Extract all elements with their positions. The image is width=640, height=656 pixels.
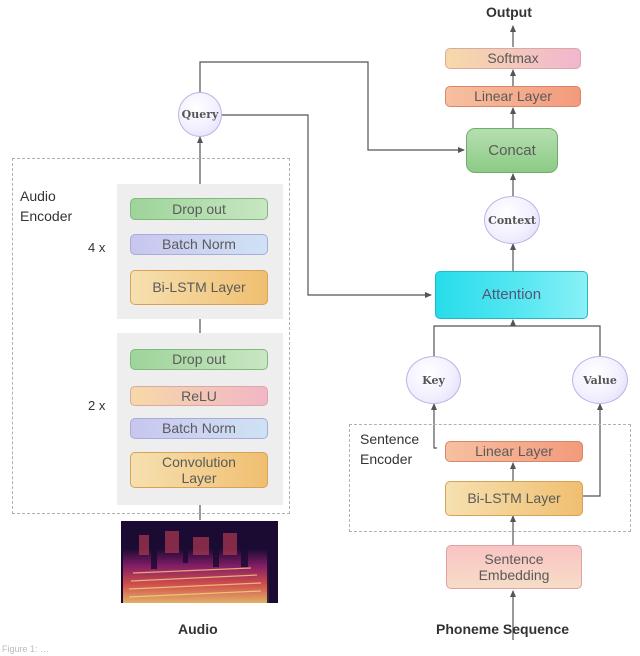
audio-encoder-label-line2: Encoder xyxy=(20,208,73,224)
figure-caption-fragment: Figure 1: … xyxy=(2,644,50,654)
lower-dropout-box: Drop out xyxy=(130,349,268,370)
sentence-linear-layer-box: Linear Layer xyxy=(445,441,583,462)
audio-spectrogram-image xyxy=(121,521,278,603)
context-node: Context xyxy=(484,196,540,244)
attention-box: Attention xyxy=(435,271,588,319)
arrow-query-to-concat xyxy=(199,61,465,153)
repeat-4x-label: 4 x xyxy=(88,240,106,255)
audio-encoder-region xyxy=(12,158,290,514)
sentence-embedding-box: Sentence Embedding xyxy=(446,545,582,589)
relu-box: ReLU xyxy=(130,386,268,406)
convolution-box: Convolution Layer xyxy=(130,452,268,488)
sentence-encoder-label-line2: Encoder xyxy=(360,451,413,467)
audio-encoder-label-line1: Audio xyxy=(20,188,56,204)
softmax-box: Softmax xyxy=(445,48,581,69)
concat-box: Concat xyxy=(466,128,558,173)
arrow-bilstm-to-value xyxy=(583,403,603,497)
upper-batchnorm-box: Batch Norm xyxy=(130,234,268,255)
output-title: Output xyxy=(486,4,532,20)
sentence-bilstm-box: Bi-LSTM Layer xyxy=(445,481,583,516)
value-node: Value xyxy=(572,356,628,404)
kv-merge-line xyxy=(433,325,601,356)
sentence-encoder-label-line1: Sentence xyxy=(360,431,420,447)
lower-batchnorm-box: Batch Norm xyxy=(130,418,268,439)
arrow-query-to-attention xyxy=(222,114,432,298)
upper-bilstm-box: Bi-LSTM Layer xyxy=(130,270,268,305)
spectrogram-graphic xyxy=(121,521,278,603)
arrow-linear-to-key xyxy=(431,403,437,449)
output-linear-layer-box: Linear Layer xyxy=(445,86,581,107)
repeat-2x-label: 2 x xyxy=(88,398,106,413)
key-node: Key xyxy=(406,356,461,404)
sentence-encoder-region xyxy=(349,424,631,532)
upper-dropout-box: Drop out xyxy=(130,198,268,220)
query-node: Query xyxy=(178,92,222,137)
audio-input-label: Audio xyxy=(178,621,218,637)
phoneme-input-label: Phoneme Sequence xyxy=(436,621,570,637)
